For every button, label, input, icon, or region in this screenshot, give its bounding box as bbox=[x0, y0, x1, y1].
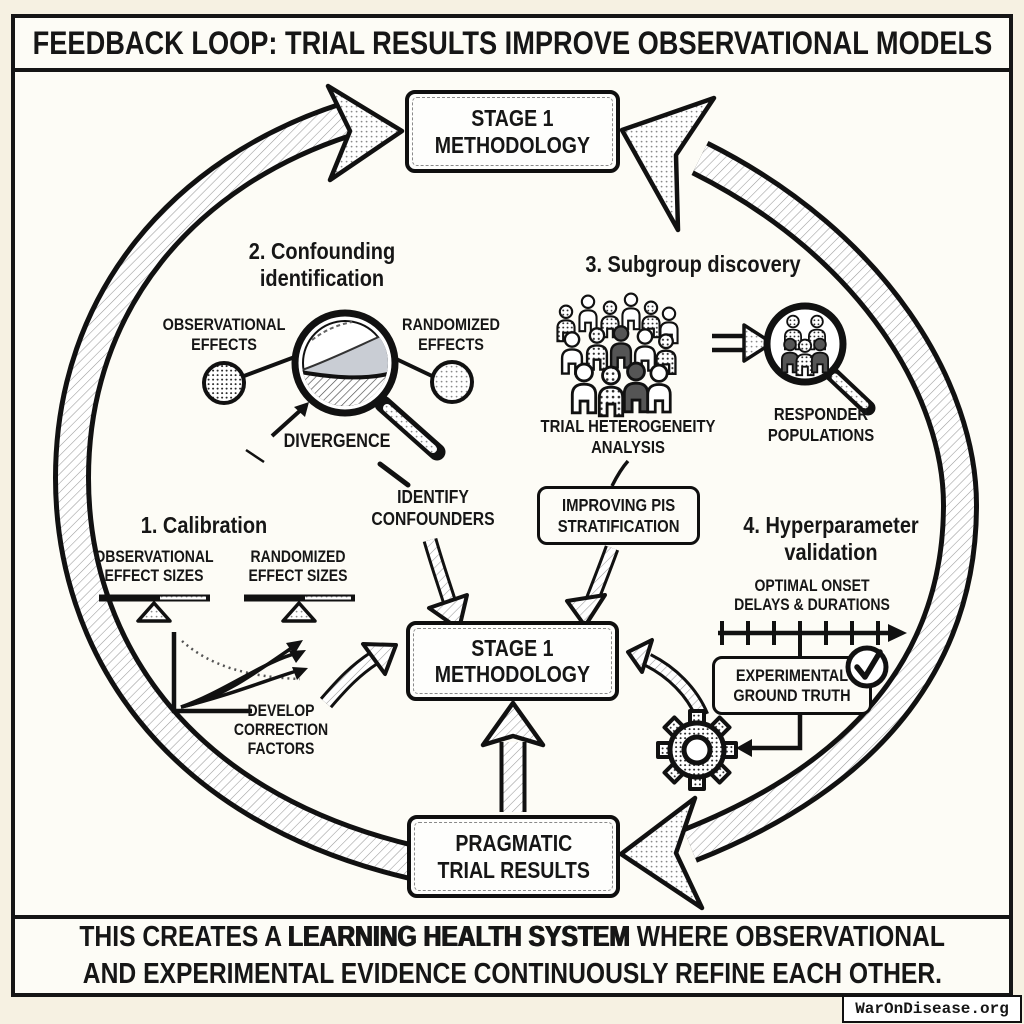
caption-line1: THIS CREATES A LEARNING HEALTH SYSTEM WH… bbox=[79, 921, 945, 953]
double-arrow-icon bbox=[712, 323, 774, 363]
population-crowd-icon bbox=[556, 292, 679, 418]
step3-heading: 3. Subgroup discovery bbox=[585, 251, 801, 277]
improving-label-line2: STRATIFICATION bbox=[557, 515, 680, 536]
feedback-loop-band bbox=[52, 83, 980, 911]
improving-label-line1: IMPROVING PIS bbox=[561, 495, 676, 515]
identify-confounders-arrow-icon bbox=[422, 537, 469, 631]
gear-icon bbox=[656, 709, 738, 791]
divergence-label: DIVERGENCE bbox=[283, 431, 391, 452]
trial-results-up-arrow-icon bbox=[480, 700, 546, 812]
watermark: WarOnDisease.org bbox=[842, 995, 1022, 1023]
bottom-box-label-line1: PRAGMATIC bbox=[455, 830, 572, 856]
responder-magnifier-icon bbox=[763, 302, 876, 416]
sketch-stroke bbox=[245, 448, 265, 464]
caption-banner: THIS CREATES A LEARNING HEALTH SYSTEM WH… bbox=[11, 915, 1013, 997]
improving-pis-stratification-box: IMPROVING PIS STRATIFICATION bbox=[537, 486, 700, 545]
balance-scale-randomized-icon bbox=[244, 594, 355, 623]
improving-stratification-arrow-icon bbox=[565, 545, 620, 628]
center-box-label-line1: STAGE 1 bbox=[471, 634, 554, 661]
top-box-label-line2: METHODOLOGY bbox=[434, 131, 591, 158]
calibration-curves-icon bbox=[171, 632, 308, 714]
center-box-label-line2: METHODOLOGY bbox=[434, 661, 591, 687]
caption-bold-phrase: LEARNING HEALTH SYSTEM bbox=[287, 921, 630, 953]
page-title: FEEDBACK LOOP: TRIAL RESULTS IMPROVE OBS… bbox=[32, 24, 992, 61]
timeline-ruler-icon bbox=[718, 621, 907, 656]
checkmark-icon bbox=[845, 645, 889, 689]
divergence-pointer-arrow-icon bbox=[270, 402, 309, 438]
step1-heading: 1. Calibration bbox=[140, 512, 268, 538]
gear-curved-arrow-icon bbox=[626, 638, 709, 720]
pragmatic-trial-results-box: PRAGMATIC TRIAL RESULTS bbox=[407, 815, 620, 898]
ground-truth-label-line1: EXPERIMENTAL bbox=[735, 665, 849, 685]
confounding-icon-group bbox=[202, 309, 474, 488]
ground-truth-label-line2: GROUND TRUTH bbox=[733, 685, 851, 705]
title-banner: FEEDBACK LOOP: TRIAL RESULTS IMPROVE OBS… bbox=[11, 14, 1013, 72]
experimental-ground-truth-box: EXPERIMENTAL GROUND TRUTH bbox=[712, 656, 872, 715]
caption-line2: AND EXPERIMENTAL EVIDENCE CONTINUOUSLY R… bbox=[82, 958, 942, 990]
loop-arrowhead-top-left-icon bbox=[325, 83, 405, 183]
loop-arrowhead-bottom-right-icon bbox=[618, 795, 705, 911]
magnifying-glass-icon bbox=[291, 309, 446, 461]
analysis-connector-stroke bbox=[610, 459, 630, 487]
randomized-effects-dot-icon bbox=[430, 360, 474, 404]
calibration-curved-arrow-icon bbox=[319, 642, 398, 709]
loop-arrowhead-top-right-icon bbox=[619, 95, 717, 233]
center-stage1-methodology-box: STAGE 1 METHODOLOGY bbox=[406, 621, 619, 701]
top-stage1-methodology-box: STAGE 1 METHODOLOGY bbox=[405, 90, 620, 173]
ground-truth-elbow-arrow-icon bbox=[736, 714, 803, 757]
top-box-label-line1: STAGE 1 bbox=[471, 105, 554, 131]
balance-scale-observational-icon bbox=[99, 594, 210, 623]
bottom-box-label-line2: TRIAL RESULTS bbox=[437, 856, 590, 883]
sketch-stroke bbox=[377, 461, 411, 488]
observational-effects-dot-icon bbox=[202, 361, 246, 405]
